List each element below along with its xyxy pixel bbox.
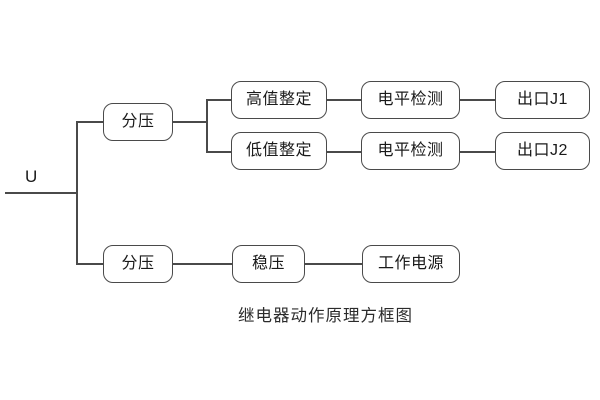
connector-low-set-to-detect-2 <box>327 151 362 153</box>
connector-junction-to-low-set <box>206 151 232 153</box>
node-label: 高值整定 <box>245 91 312 108</box>
connector-high-set-to-detect-1 <box>327 99 362 101</box>
connector-divider-bottom-to-regulator <box>173 263 233 265</box>
node-divider-top[interactable]: 分压 <box>103 103 173 141</box>
connector-trunk-to-divider-top <box>76 121 104 123</box>
node-label: 分压 <box>121 255 155 272</box>
figure-caption: 继电器动作原理方框图 <box>238 307 413 325</box>
connector-detect-1-to-output-j1 <box>460 99 496 101</box>
connector-junction-vertical <box>206 99 208 152</box>
node-output-j2[interactable]: 出口J2 <box>495 132 590 170</box>
node-label: 稳压 <box>251 255 285 272</box>
input-signal-label: U <box>25 167 38 186</box>
connector-junction-to-high-set <box>206 99 232 101</box>
node-label: 出口J1 <box>517 91 568 108</box>
node-output-j1[interactable]: 出口J1 <box>495 81 590 119</box>
node-level-detect-2[interactable]: 电平检测 <box>361 132 460 170</box>
connector-trunk-to-divider-bottom <box>76 263 104 265</box>
connector-divider-top-to-junction <box>173 121 208 123</box>
connector-detect-2-to-output-j2 <box>460 151 496 153</box>
connector-input-horizontal <box>5 192 77 194</box>
node-label: 低值整定 <box>245 142 312 159</box>
node-work-supply[interactable]: 工作电源 <box>362 245 460 283</box>
connector-regulator-to-work-supply <box>305 263 363 265</box>
node-label: 电平检测 <box>377 142 444 159</box>
node-level-detect-1[interactable]: 电平检测 <box>361 81 460 119</box>
node-divider-bottom[interactable]: 分压 <box>103 245 173 283</box>
node-label: 电平检测 <box>377 91 444 108</box>
node-label: 出口J2 <box>517 142 568 159</box>
node-regulator[interactable]: 稳压 <box>232 245 305 283</box>
node-low-set[interactable]: 低值整定 <box>231 132 327 170</box>
node-high-set[interactable]: 高值整定 <box>231 81 327 119</box>
connector-trunk-vertical <box>76 121 78 264</box>
node-label: 分压 <box>121 113 155 130</box>
node-label: 工作电源 <box>377 255 444 272</box>
